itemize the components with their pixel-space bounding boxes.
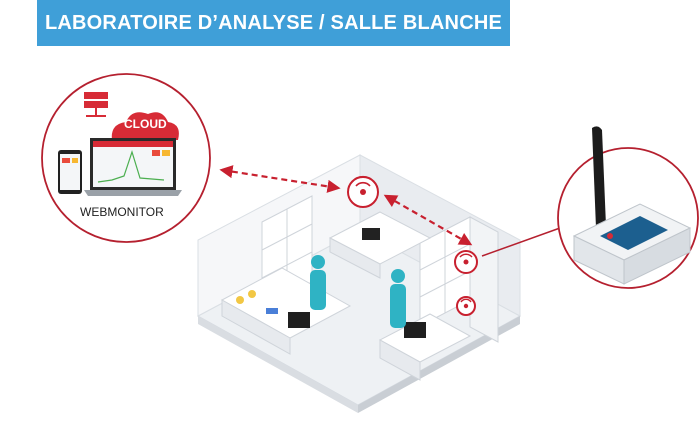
cloud-label: CLOUD — [124, 117, 167, 131]
cloud-icon — [111, 112, 179, 140]
server-icon — [84, 92, 108, 117]
wifi-sensor-icon — [456, 296, 476, 316]
wifi-sensor-icon — [347, 175, 379, 208]
phone-icon — [58, 150, 82, 194]
cleanroom-illustration — [196, 154, 522, 413]
sensor-link-arrow — [383, 194, 473, 246]
wifi-sensor-icon — [454, 250, 478, 274]
laptop-icon — [84, 138, 182, 196]
sensor-device-callout — [481, 126, 699, 289]
antenna-icon — [592, 126, 606, 228]
page-title: LABORATOIRE D’ANALYSE / SALLE BLANCHE — [44, 11, 503, 34]
sensor-box — [572, 203, 692, 285]
title-banner: LABORATOIRE D’ANALYSE / SALLE BLANCHE — [37, 0, 510, 46]
webmonitor-label: WEBMONITOR — [80, 205, 164, 219]
webmonitor-callout — [41, 73, 211, 243]
